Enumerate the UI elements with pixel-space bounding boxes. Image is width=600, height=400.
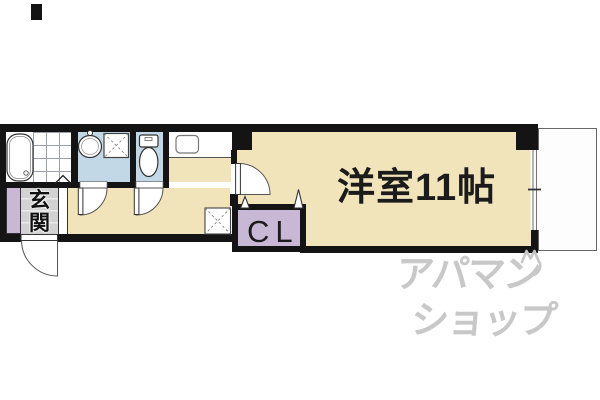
closet-label: CL bbox=[247, 214, 299, 249]
watermark-line1: アパマン bbox=[394, 254, 542, 296]
toilet-door-opening bbox=[135, 181, 164, 189]
entrance-label: 玄 関 bbox=[28, 189, 51, 235]
washing-machine-pan-icon bbox=[103, 132, 130, 159]
wall-bottom-hallway bbox=[58, 234, 238, 242]
wall-stub-below-door bbox=[230, 194, 238, 206]
entrance-label-char-top: 玄 bbox=[29, 189, 50, 212]
washroom-door-opening bbox=[79, 181, 108, 189]
window-icon bbox=[528, 150, 541, 230]
scan-artifact-mark bbox=[31, 4, 42, 20]
closet-door-swing-left bbox=[239, 194, 251, 209]
entrance-door-swing bbox=[20, 234, 58, 277]
closet-cl bbox=[238, 210, 300, 246]
wall-bath-bottom bbox=[0, 182, 80, 188]
wall-bottom-left bbox=[0, 234, 21, 242]
wall-right-bottom bbox=[531, 230, 538, 253]
wall-bath-washroom bbox=[71, 132, 78, 188]
genkan-step-edge bbox=[58, 186, 68, 234]
entrance-label-char-bottom: 関 bbox=[29, 212, 50, 235]
main-room-door-swing bbox=[235, 162, 271, 195]
apaman-logo-mark bbox=[520, 249, 542, 278]
wall-toilet-kitchen bbox=[163, 132, 169, 188]
toilet-door-swing bbox=[133, 187, 164, 216]
room-main-top bbox=[252, 132, 532, 150]
wall-top bbox=[0, 124, 538, 132]
bathtub-icon bbox=[6, 133, 34, 182]
kitchen-sink-icon bbox=[175, 134, 200, 154]
washbasin-icon bbox=[77, 130, 103, 159]
closet-door-swing-right bbox=[293, 189, 304, 209]
area-genkan bbox=[21, 186, 58, 234]
bathroom-folding-door-icon bbox=[54, 174, 72, 184]
refrigerator-space-icon bbox=[204, 207, 232, 235]
watermark-line2: ショップ bbox=[409, 300, 557, 342]
toilet-icon bbox=[138, 134, 159, 178]
wall-pier-top-right bbox=[516, 124, 538, 150]
wall-stub-washroom-toilet bbox=[107, 182, 136, 188]
room-hallway-upper bbox=[169, 158, 231, 182]
main-room-label: 洋室11帖 bbox=[337, 167, 497, 209]
wall-door-frame bbox=[231, 150, 237, 164]
wall-washroom-toilet bbox=[130, 132, 136, 188]
wall-pier-kitchen bbox=[232, 130, 252, 150]
wall-bottom-main bbox=[300, 246, 538, 253]
washroom-door-swing bbox=[77, 187, 108, 216]
bathroom-tile-floor bbox=[33, 132, 71, 182]
